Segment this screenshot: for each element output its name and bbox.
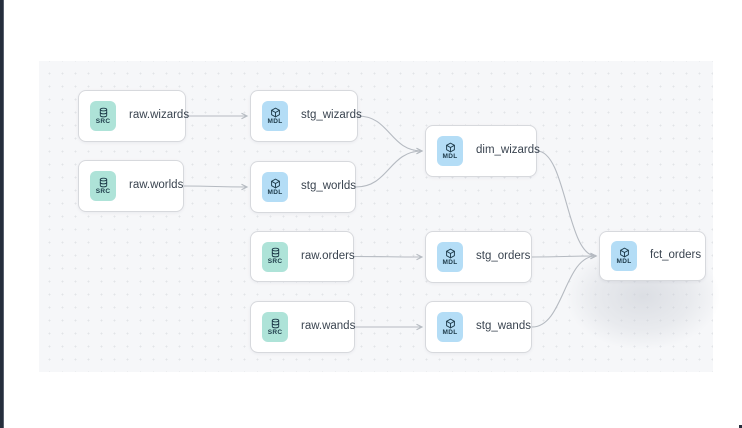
- node-label: stg_wizards: [301, 109, 362, 122]
- node-badge-label: SRC: [95, 117, 111, 125]
- edge-raw-orders-to-stg-orders: [353, 253, 424, 261]
- node-type-badge: MDL: [437, 312, 463, 342]
- node-label: raw.worlds: [129, 179, 184, 192]
- node-fct-orders[interactable]: MDL fct_orders: [599, 231, 706, 281]
- node-label: raw.wands: [301, 320, 356, 333]
- edge-stg-wands-to-fct-orders: [531, 252, 598, 328]
- node-label: stg_wands: [476, 320, 531, 333]
- node-label: raw.wizards: [129, 109, 190, 122]
- database-icon: [270, 247, 281, 258]
- node-stg-wizards[interactable]: MDL stg_wizards: [250, 90, 362, 142]
- corner-speck: [739, 425, 742, 428]
- node-stg-worlds[interactable]: MDL stg_worlds: [250, 161, 356, 213]
- node-raw-orders[interactable]: SRC raw.orders: [250, 231, 355, 282]
- edge-stg-worlds-to-dim-wizards: [355, 147, 424, 188]
- database-icon: [98, 177, 109, 188]
- node-dim-wizards[interactable]: MDL dim_wizards: [425, 125, 540, 177]
- edge-stg-wizards-to-dim-wizards: [357, 115, 424, 155]
- node-type-badge: SRC: [90, 171, 116, 201]
- node-badge-label: SRC: [267, 328, 283, 336]
- node-badge-label: MDL: [442, 258, 458, 266]
- node-badge-label: MDL: [267, 188, 283, 196]
- node-label: stg_worlds: [301, 180, 356, 193]
- edge-dim-wizards-to-fct-orders: [536, 150, 598, 260]
- cube-icon: [619, 247, 630, 258]
- node-badge-label: MDL: [442, 328, 458, 336]
- node-raw-wizards[interactable]: SRC raw.wizards: [78, 90, 190, 142]
- node-raw-worlds[interactable]: SRC raw.worlds: [78, 160, 184, 212]
- node-badge-label: MDL: [442, 152, 458, 160]
- node-badge-label: SRC: [267, 258, 283, 266]
- edge-raw-worlds-to-stg-worlds: [183, 183, 249, 191]
- node-type-badge: SRC: [90, 101, 116, 131]
- node-label: stg_orders: [476, 250, 531, 263]
- cube-icon: [445, 142, 456, 153]
- node-type-badge: MDL: [437, 242, 463, 272]
- node-raw-wands[interactable]: SRC raw.wands: [250, 301, 355, 353]
- node-badge-label: MDL: [616, 257, 632, 265]
- cube-icon: [445, 248, 456, 259]
- node-type-badge: SRC: [262, 241, 288, 272]
- window-left-edge: [0, 0, 4, 428]
- node-stg-wands[interactable]: MDL stg_wands: [425, 301, 532, 353]
- node-type-badge: SRC: [262, 312, 288, 342]
- database-icon: [270, 318, 281, 329]
- node-type-badge: MDL: [262, 101, 288, 131]
- node-label: raw.orders: [301, 249, 355, 262]
- node-badge-label: MDL: [267, 117, 283, 125]
- cube-icon: [270, 178, 281, 189]
- node-type-badge: MDL: [611, 241, 637, 271]
- edge-stg-orders-to-fct-orders: [531, 252, 598, 260]
- node-type-badge: MDL: [262, 172, 288, 202]
- cube-icon: [270, 107, 281, 118]
- node-type-badge: MDL: [437, 136, 463, 166]
- lineage-canvas[interactable]: SRC raw.wizards MDL stg_wizards SRC raw.…: [39, 61, 719, 372]
- database-icon: [98, 107, 109, 118]
- node-stg-orders[interactable]: MDL stg_orders: [425, 231, 532, 283]
- node-label: dim_wizards: [476, 144, 540, 157]
- node-badge-label: SRC: [95, 187, 111, 195]
- node-label: fct_orders: [650, 249, 702, 262]
- cube-icon: [445, 318, 456, 329]
